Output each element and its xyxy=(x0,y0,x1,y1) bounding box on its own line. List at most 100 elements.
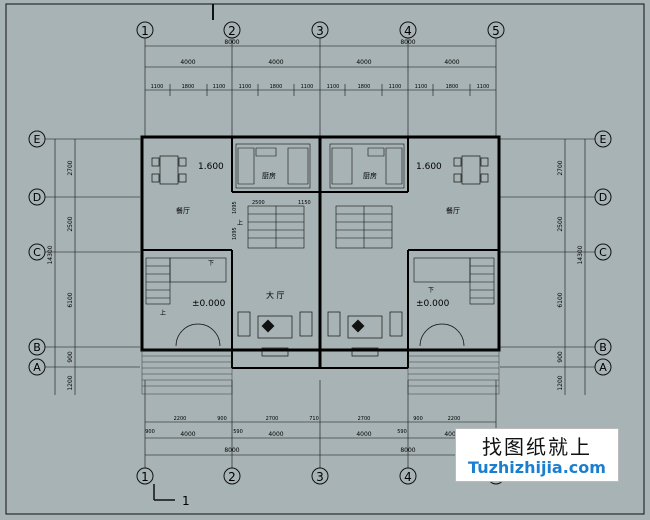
dim-span: 4000 xyxy=(268,59,283,66)
dim-side: 900 xyxy=(67,351,74,363)
dim-detail: 1100 xyxy=(327,84,340,90)
dim-detail: 590 xyxy=(233,429,243,435)
dim-detail: 590 xyxy=(397,429,407,435)
dim-span: 4000 xyxy=(444,59,459,66)
elevation-upper-left: 1.600 xyxy=(198,162,224,172)
dim-side: 1200 xyxy=(557,375,564,390)
dim-side: 2500 xyxy=(67,216,74,231)
dim-total-top: 8000 xyxy=(400,39,415,46)
watermark-line-2: Tuzhizhijia.com xyxy=(468,458,606,477)
section-mark xyxy=(153,484,175,501)
dim-inner: 1150 xyxy=(298,200,311,206)
dim-detail: 1100 xyxy=(301,84,314,90)
axis-label: D xyxy=(33,191,41,204)
axis-bubbles-top: 1 2 3 4 5 xyxy=(136,21,505,39)
side-dimensions xyxy=(54,139,586,395)
axis-label: E xyxy=(34,133,41,146)
axis-label: 1 xyxy=(141,470,149,484)
dim-side: 1200 xyxy=(67,375,74,390)
down-label-right: 下 xyxy=(428,287,434,294)
axis-label: 3 xyxy=(316,470,324,484)
dim-detail: 1100 xyxy=(389,84,402,90)
dim-side: 6100 xyxy=(67,292,74,307)
dim-detail: 1100 xyxy=(151,84,164,90)
top-dimensions xyxy=(145,45,496,96)
drawing-border xyxy=(5,3,645,515)
dim-detail: 1800 xyxy=(182,84,195,90)
stair-up-label: 上 xyxy=(237,219,243,227)
dim-detail: 900 xyxy=(413,416,423,422)
dim-side: 6100 xyxy=(557,292,564,307)
dim-detail: 710 xyxy=(309,416,319,422)
axis-label: 2 xyxy=(228,24,236,38)
dim-inner: 1095 xyxy=(232,201,238,214)
axis-label: A xyxy=(599,361,607,374)
entry-doors xyxy=(175,323,465,347)
dim-detail: 2700 xyxy=(266,416,279,422)
dim-total-top: 8000 xyxy=(224,39,239,46)
section-mark-label: 1 xyxy=(182,494,190,508)
top-detail-dims: 1100 1800 1100 1100 1800 1100 1100 1800 … xyxy=(151,84,490,90)
dim-detail: 2200 xyxy=(448,416,461,422)
dim-detail: 900 xyxy=(145,429,155,435)
room-label-hall: 大 厅 xyxy=(266,290,285,300)
axis-label: B xyxy=(599,341,607,354)
dining-sets xyxy=(151,155,489,185)
dim-detail: 1100 xyxy=(239,84,252,90)
living-room-sofas xyxy=(237,311,403,357)
dim-span: 4000 xyxy=(180,59,195,66)
elevation-lower-right: ±0.000 xyxy=(416,299,450,309)
axis-label: 5 xyxy=(492,24,500,38)
axis-label: 1 xyxy=(141,24,149,38)
axis-label: C xyxy=(33,246,41,259)
dim-detail: 1800 xyxy=(270,84,283,90)
dim-span: 4000 xyxy=(356,59,371,66)
exterior-walls xyxy=(140,135,501,369)
bottom-dimensions xyxy=(145,421,496,456)
bottom-span-dims: 4000 4000 4000 4000 8000 8000 xyxy=(180,431,459,454)
axis-label: 4 xyxy=(404,24,412,38)
dim-detail: 1100 xyxy=(213,84,226,90)
dim-inner: 2500 xyxy=(252,200,265,206)
dim-total-bottom: 8000 xyxy=(224,447,239,454)
dim-side-total: 14300 xyxy=(577,245,584,264)
down-label-left: 下 xyxy=(208,260,214,267)
dim-detail: 2200 xyxy=(174,416,187,422)
central-stairs xyxy=(247,205,393,249)
floor-up-label: 上 xyxy=(160,309,166,317)
dim-span: 4000 xyxy=(444,431,459,438)
bottom-detail-dims: 2200 900 2700 710 2700 900 2200 900 590 … xyxy=(145,416,460,435)
dim-detail: 1800 xyxy=(358,84,371,90)
dim-side: 900 xyxy=(557,351,564,363)
axis-label: A xyxy=(33,361,41,374)
dim-total-bottom: 8000 xyxy=(400,447,415,454)
dim-span: 4000 xyxy=(180,431,195,438)
watermark-logo: 找图纸就上 Tuzhizhijia.com xyxy=(455,428,619,482)
axis-label: 2 xyxy=(228,470,236,484)
elevation-lower-left: ±0.000 xyxy=(192,299,226,309)
right-side-dims: 2700 2500 6100 900 1200 14300 xyxy=(557,160,584,390)
dim-span: 4000 xyxy=(268,431,283,438)
room-label-kitchen-left: 厨房 xyxy=(262,171,276,180)
room-label-kitchen-right: 厨房 xyxy=(363,171,377,180)
axis-label: D xyxy=(599,191,607,204)
kitchens xyxy=(235,143,405,189)
axis-lines xyxy=(45,38,595,468)
axis-label: 4 xyxy=(404,470,412,484)
dim-side: 2700 xyxy=(67,160,74,175)
side-stairs xyxy=(145,257,495,305)
dim-span: 4000 xyxy=(356,431,371,438)
dim-inner: 1095 xyxy=(232,227,238,240)
axis-label: C xyxy=(599,246,607,259)
room-label-dining-left: 餐厅 xyxy=(176,206,190,215)
left-side-dims: 2700 2500 6100 900 1200 14300 xyxy=(47,160,74,390)
axis-bubbles-left: E D C B A xyxy=(28,130,46,376)
elevation-upper-right: 1.600 xyxy=(416,162,442,172)
inner-dims: 2500 1150 1095 1095 xyxy=(232,200,311,240)
dim-side-total: 14300 xyxy=(47,245,54,264)
dim-side: 2500 xyxy=(557,216,564,231)
dim-detail: 1800 xyxy=(446,84,459,90)
dim-side: 2700 xyxy=(557,160,564,175)
axis-label: B xyxy=(33,341,41,354)
